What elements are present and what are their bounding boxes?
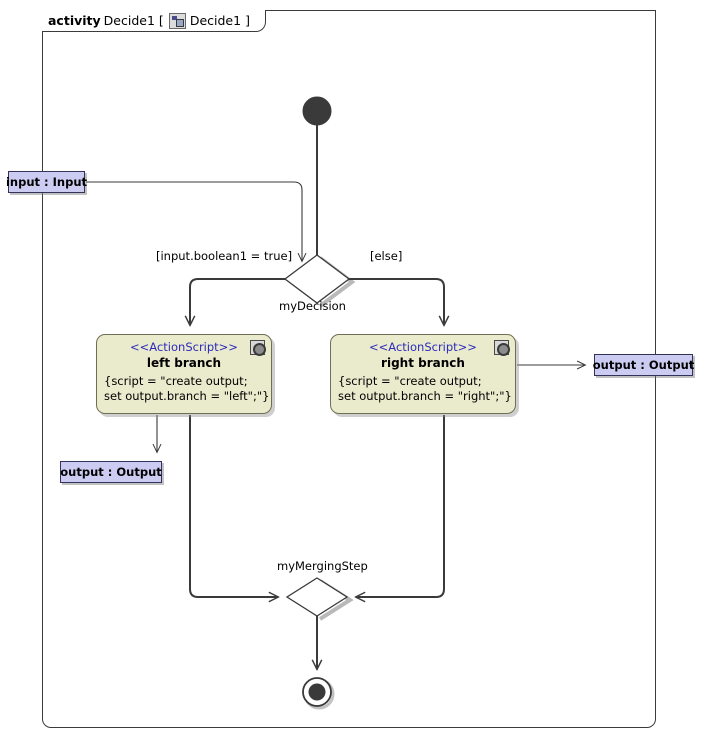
edge-right-action-to-merge	[356, 415, 445, 597]
action-name: right branch	[381, 356, 465, 370]
decision-node-label: myDecision	[279, 299, 346, 313]
script-icon	[250, 340, 266, 356]
final-node-core	[308, 683, 326, 701]
edge-left-action-to-merge	[189, 415, 278, 597]
merge-node	[285, 577, 349, 617]
output-pin-right[interactable]: output : Output	[593, 354, 694, 376]
frame-bracket-close: ]	[245, 13, 250, 28]
frame-inner-name: Decide1	[189, 13, 242, 28]
input-pin[interactable]: input : Input	[6, 171, 87, 193]
decision-node	[283, 254, 351, 304]
action-body-line-2: set output.branch = "left";"}	[104, 389, 270, 403]
action-body-line-1: {script = "create output;	[104, 374, 248, 388]
edge-input-to-decision	[86, 181, 302, 261]
action-node-left-branch[interactable]: <<ActionScript>> left branch {script = "…	[96, 334, 272, 414]
edge-decision-to-right-action	[349, 278, 444, 325]
output-pin-left[interactable]: output : Output	[60, 461, 162, 483]
guard-label-true: [input.boolean1 = true]	[156, 249, 293, 263]
action-node-right-branch[interactable]: <<ActionScript>> right branch {script = …	[330, 334, 516, 414]
activity-diagram-icon	[168, 12, 186, 29]
frame-keyword: activity	[48, 13, 101, 28]
action-body-line-1: {script = "create output;	[338, 374, 482, 388]
merge-node-label: myMergingStep	[277, 559, 368, 573]
action-stereotype: <<ActionScript>>	[369, 340, 477, 354]
frame-name: Decide1	[103, 13, 155, 28]
action-stereotype: <<ActionScript>>	[130, 340, 238, 354]
script-icon	[494, 340, 510, 356]
guard-label-else: [else]	[370, 249, 403, 263]
frame-bracket-open: [	[158, 13, 164, 28]
activity-frame-header: activity Decide1 [ Decide1 ]	[42, 10, 266, 32]
initial-node	[302, 96, 332, 126]
action-name: left branch	[146, 356, 222, 370]
edge-decision-to-left-action	[190, 278, 285, 325]
action-body-line-2: set output.branch = "right";"}	[338, 389, 512, 403]
